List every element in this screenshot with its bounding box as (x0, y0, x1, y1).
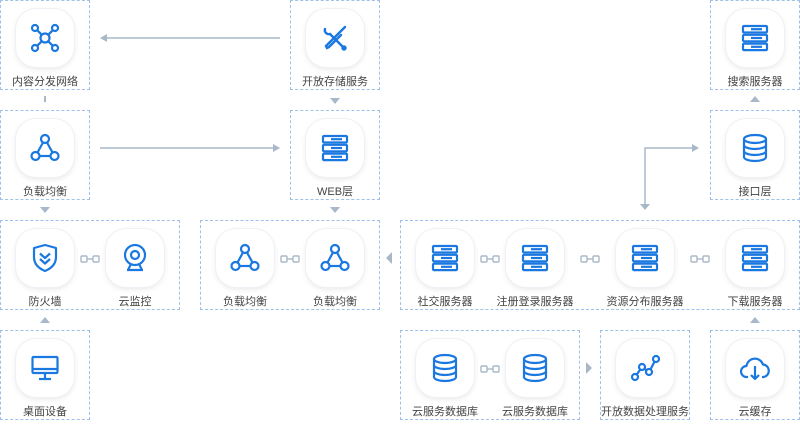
node-label: WEB层 (316, 186, 354, 198)
node-cloud-monitor: 云监控 (90, 229, 180, 309)
link-icon (80, 255, 100, 263)
tools-icon (306, 9, 364, 67)
server-rack-icon (726, 229, 784, 287)
server-rack-icon (306, 119, 364, 177)
node-download-server: 下载服务器 (710, 229, 800, 309)
box-desktop (0, 330, 90, 420)
node-label: 内容分发网络 (12, 76, 78, 88)
node-cloud-cache: 云缓存 (710, 339, 800, 419)
link-icon (690, 255, 710, 263)
node-load-balance: 负载均衡 (0, 119, 90, 199)
node-register-server: 注册登录服务器 (490, 229, 580, 309)
node-label: 下载服务器 (727, 296, 783, 308)
node-label: 桌面设备 (23, 406, 67, 418)
database-icon (726, 119, 784, 177)
node-label: 防火墙 (28, 296, 62, 308)
node-label: 云缓存 (738, 406, 772, 418)
shield-icon (16, 229, 74, 287)
node-label: 云监控 (118, 296, 152, 308)
monitor-icon (16, 339, 74, 397)
box-open-storage (290, 0, 380, 90)
arrowhead (750, 96, 760, 102)
arrowhead (640, 204, 650, 210)
server-rack-icon (506, 229, 564, 287)
node-load-balance-a: 负载均衡 (200, 229, 290, 309)
node-social-server: 社交服务器 (400, 229, 490, 309)
server-rack-icon (726, 9, 784, 67)
arrowhead (100, 34, 107, 42)
node-label: 接口层 (738, 186, 772, 198)
node-open-storage: 开放存储服务 (290, 9, 380, 89)
link-icon (480, 255, 500, 263)
database-icon (506, 339, 564, 397)
server-rack-icon (416, 229, 474, 287)
node-open-data: 开放数据处理服务 (600, 339, 690, 419)
link-icon (580, 255, 600, 263)
box-load-balance-group (200, 220, 380, 310)
node-cdn: 内容分发网络 (0, 9, 90, 89)
node-cloud-db-a: 云服务数据库 (400, 339, 490, 419)
node-label: 开放存储服务 (302, 76, 368, 88)
node-label: 负载均衡 (223, 296, 267, 308)
arrowhead (586, 362, 592, 374)
arrowhead (273, 144, 280, 152)
node-label: 云服务数据库 (502, 406, 568, 418)
arrowhead (692, 144, 699, 152)
arrowhead (330, 98, 340, 104)
node-cloud-db-b: 云服务数据库 (490, 339, 580, 419)
cloud-download-icon (726, 339, 784, 397)
box-web-layer (290, 110, 380, 200)
arrowhead (386, 252, 392, 264)
node-search-server: 搜索服务器 (710, 9, 800, 89)
network-hub-icon (16, 9, 74, 67)
node-label: 注册登录服务器 (496, 296, 574, 308)
node-label: 云服务数据库 (412, 406, 478, 418)
link-icon (480, 365, 500, 373)
node-resource-server: 资源分布服务器 (600, 229, 690, 309)
box-database-group (400, 330, 580, 420)
arrowhead (40, 317, 50, 323)
arrowhead (750, 317, 760, 323)
node-label: 社交服务器 (417, 296, 473, 308)
database-icon (416, 339, 474, 397)
link-icon (280, 255, 300, 263)
box-security-group (0, 220, 180, 310)
load-balance-icon (306, 229, 364, 287)
server-rack-icon (616, 229, 674, 287)
node-label: 开放数据处理服务 (601, 406, 689, 418)
box-load-balance (0, 110, 90, 200)
webcam-icon (106, 229, 164, 287)
box-open-data (600, 330, 690, 420)
node-label: 负载均衡 (313, 296, 357, 308)
load-balance-icon (16, 119, 74, 177)
node-interface-layer: 接口层 (710, 119, 800, 199)
node-label: 负载均衡 (23, 186, 67, 198)
node-firewall: 防火墙 (0, 229, 90, 309)
node-label: 资源分布服务器 (606, 296, 684, 308)
arrowhead (330, 207, 340, 213)
node-web-layer: WEB层 (290, 119, 380, 199)
box-cdn (0, 0, 90, 90)
node-desktop: 桌面设备 (0, 339, 90, 419)
load-balance-icon (216, 229, 274, 287)
node-load-balance-b: 负载均衡 (290, 229, 380, 309)
node-label: 搜索服务器 (727, 76, 783, 88)
elbow-connector (644, 147, 692, 205)
line-chart-icon (616, 339, 674, 397)
arrowhead (40, 207, 50, 213)
